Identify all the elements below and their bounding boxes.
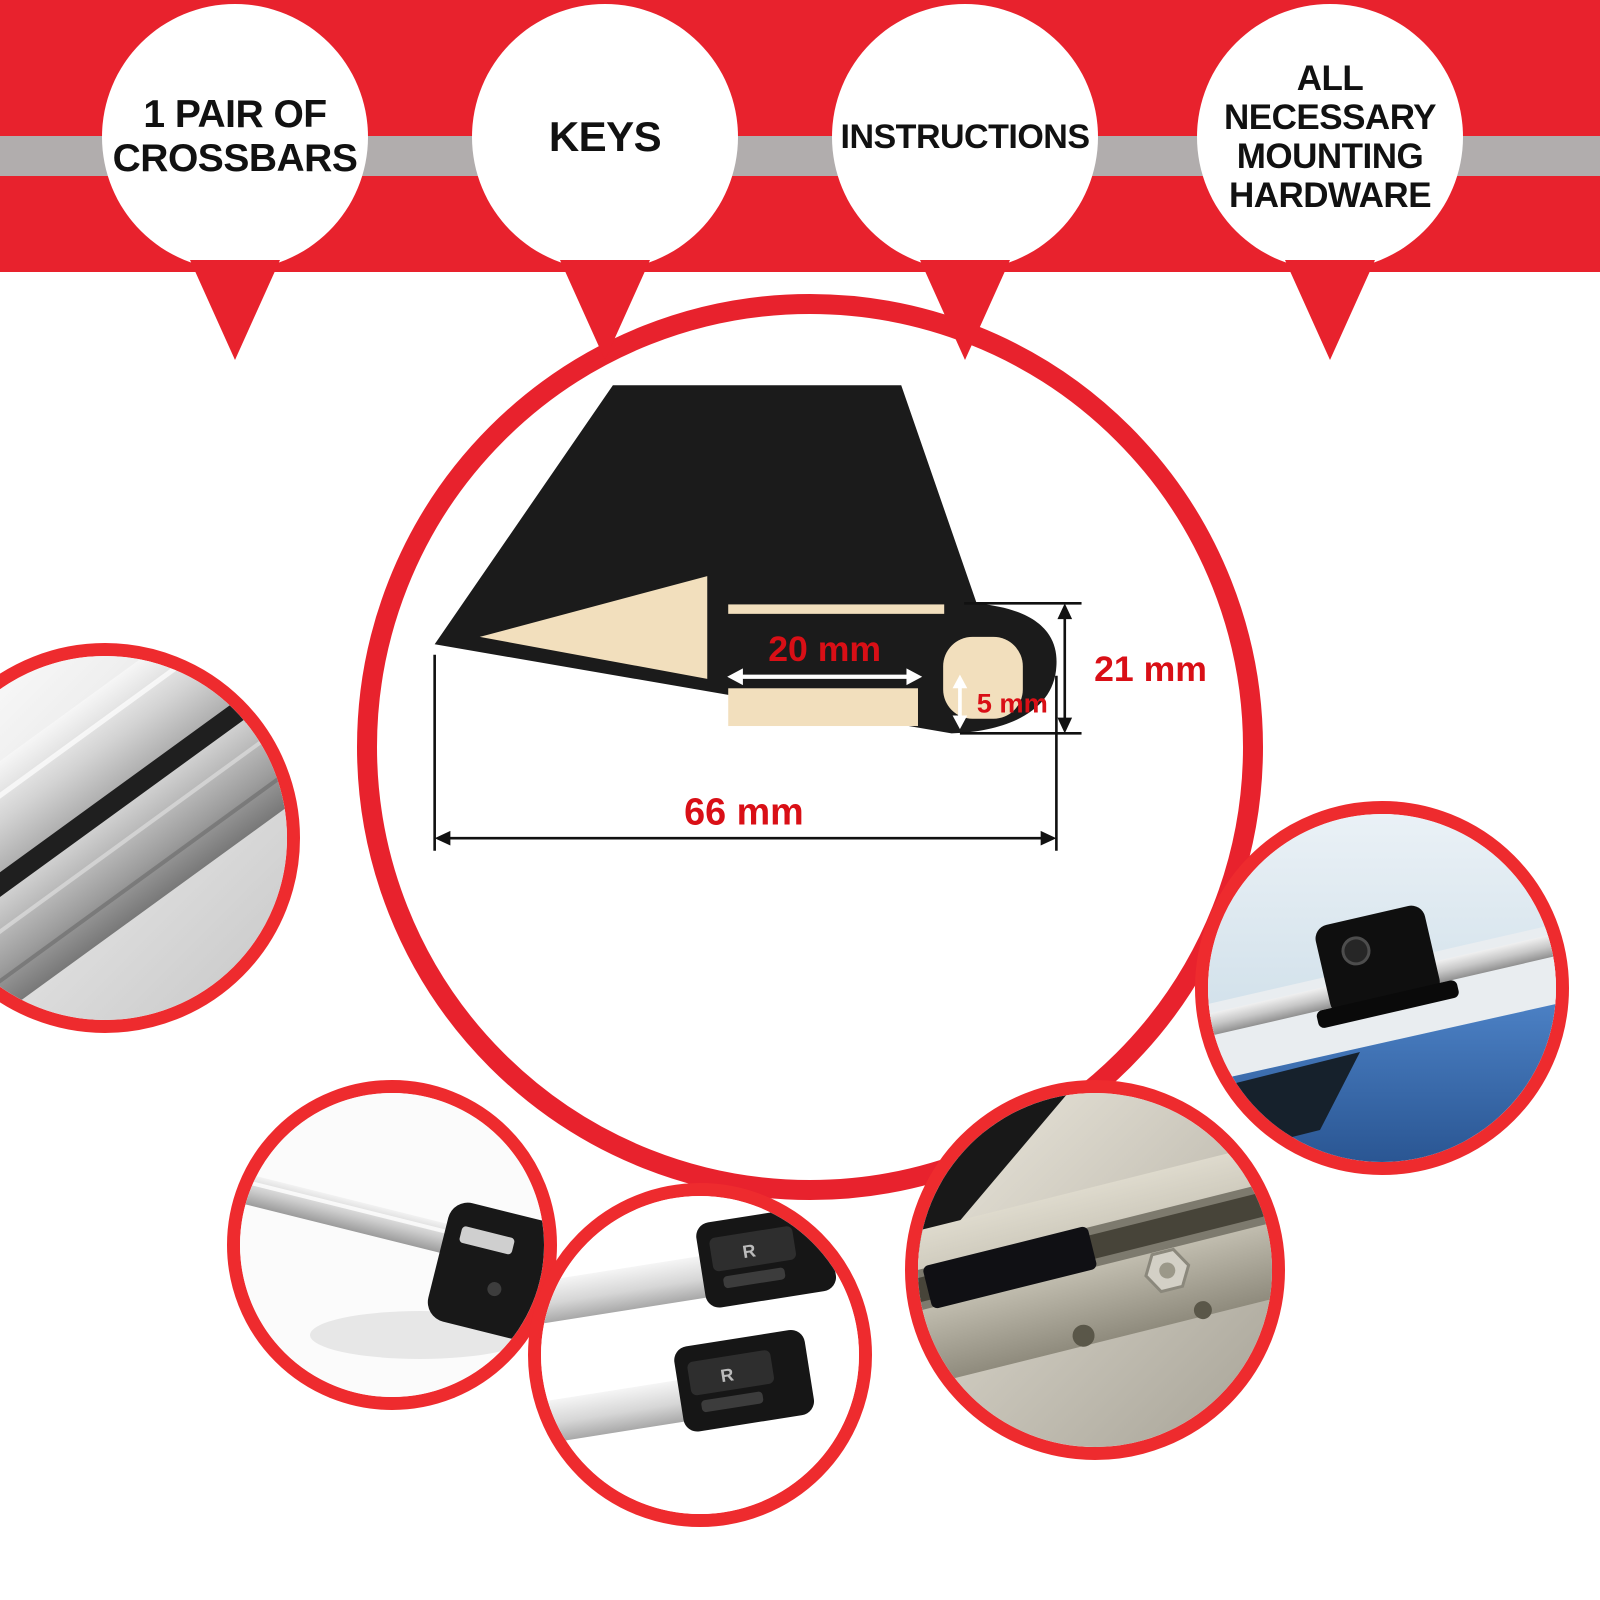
photo-circle-clamps: R R — [528, 1183, 872, 1527]
profile-slot-lip — [728, 604, 945, 614]
dimension-profile-width-label: 66 mm — [684, 791, 804, 833]
pointer-down-icon — [920, 260, 1010, 360]
dimension-slot-height-label: 5 mm — [977, 687, 1048, 718]
profile-cavity-lower — [728, 688, 918, 727]
dimension-channel-width: 20 mm — [727, 629, 923, 686]
clamp-logo: R — [719, 1364, 735, 1386]
lock-cylinder — [1341, 936, 1371, 966]
profile-diagram-circle: 20 mm 5 mm 21 mm — [357, 294, 1263, 1200]
channel-track — [918, 1125, 1272, 1404]
feature-label-instructions: INSTRUCTIONS — [840, 117, 1091, 156]
rubber-strip — [0, 656, 287, 1015]
photo-two-clamps: R R — [541, 1196, 859, 1514]
clamp-assembly: R — [541, 1205, 837, 1327]
feature-circle-crossbars: 1 PAIR OF CROSSBARS — [102, 4, 368, 270]
feature-circle-instructions: INSTRUCTIONS — [832, 4, 1098, 270]
photo-circle-bar-foot — [227, 1080, 557, 1410]
profile-cavity-left — [479, 576, 708, 679]
feature-label-hardware: ALL NECESSARY MOUNTING HARDWARE — [1223, 58, 1437, 216]
profile-cavity-cap — [943, 636, 1023, 719]
dimension-slot-height: 5 mm — [952, 674, 1048, 730]
photo-crossbar-profile-closeup — [0, 656, 287, 1020]
profile-cross-section-diagram: 20 mm 5 mm 21 mm — [433, 385, 1207, 851]
feature-bubble-instructions: INSTRUCTIONS — [832, 4, 1098, 384]
photo-crossbar-with-foot — [240, 1093, 544, 1397]
photo-foot-on-car-roof — [1208, 814, 1556, 1162]
photo-channel-with-bolt — [918, 1093, 1272, 1447]
clamp-logo: R — [741, 1240, 757, 1262]
feature-label-keys: KEYS — [548, 113, 662, 161]
feature-circle-keys: KEYS — [472, 4, 738, 270]
dimension-profile-height-label: 21 mm — [1094, 649, 1207, 689]
feature-label-crossbars: 1 PAIR OF CROSSBARS — [112, 93, 358, 180]
feature-circle-hardware: ALL NECESSARY MOUNTING HARDWARE — [1197, 4, 1463, 270]
pointer-down-icon — [560, 260, 650, 360]
slider-block — [923, 1226, 1097, 1309]
photo-circle-roof-mounted — [1195, 801, 1569, 1175]
crossbar-assembly — [240, 1162, 544, 1340]
dimension-channel-width-label: 20 mm — [768, 629, 881, 669]
pointer-down-icon — [1285, 260, 1375, 360]
dimension-profile-height: 21 mm — [959, 602, 1207, 735]
roof-rail-assembly — [1208, 905, 1556, 1049]
feature-bubble-hardware: ALL NECESSARY MOUNTING HARDWARE — [1197, 4, 1463, 384]
pointer-down-icon — [190, 260, 280, 360]
dimension-profile-width: 66 mm — [433, 654, 1058, 851]
feature-bubble-crossbars: 1 PAIR OF CROSSBARS — [102, 4, 368, 384]
mounting-foot — [1315, 905, 1440, 1015]
photo-circle-channel-bolt — [905, 1080, 1285, 1460]
feature-bubble-keys: KEYS — [472, 4, 738, 384]
photo-circle-profile-closeup — [0, 643, 300, 1033]
